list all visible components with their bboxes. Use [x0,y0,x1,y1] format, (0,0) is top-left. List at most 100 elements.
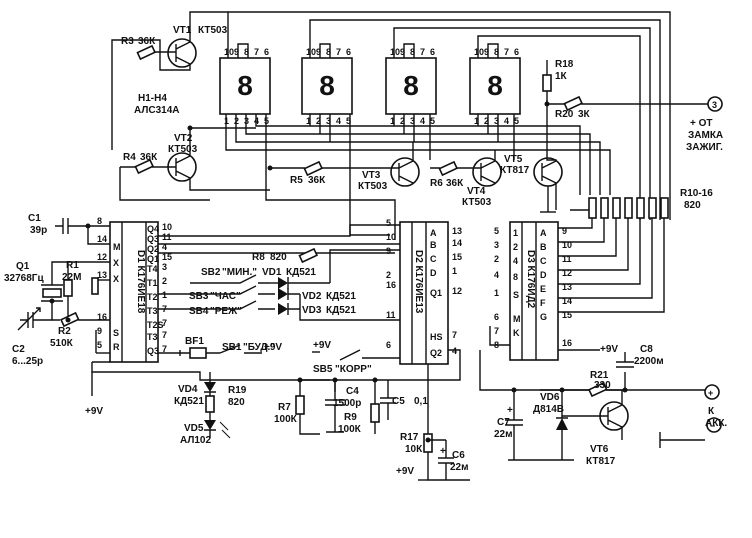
buzzer-bf1: BF1 [179,336,207,359]
svg-text:"МИН.": "МИН." [222,267,257,278]
display-2-bottom-pin: 5 [346,116,351,126]
zener-vd6: VD6 Д814В [533,390,568,460]
capacitor-c8: C8 2200м [616,344,664,368]
transistor-vt5: VT5 КТ817 [500,154,563,187]
display-2-bottom-pin: 4 [336,116,341,126]
display-1-top-pin: 7 [254,47,259,57]
d3-right-pin: 11 [562,254,572,264]
capacitor-c7: + C7 22м [494,390,523,460]
capacitor-c4: C4 1500р [325,386,361,433]
d1-right-pin: 1 [162,290,167,300]
d3-right-pin: 9 [562,226,567,236]
bank-wire [558,218,665,313]
d1-left-pin: 14 [97,234,107,244]
capacitor-c1: C1 39р [28,213,110,236]
ignition-label-2: ЗАМКА [688,130,723,141]
svg-text:SB5: SB5 [313,364,333,375]
resistor-r17: R17 10К [400,432,433,455]
svg-text:C4: C4 [346,386,359,397]
d1-right-label: Q3 [147,234,159,244]
d2-left-pin: 5 [386,218,391,228]
d2-left-pin: 11 [386,310,396,320]
svg-text:R17: R17 [400,432,419,443]
capacitor-c2: C2 6...25р [12,307,52,367]
svg-text:8: 8 [487,70,503,101]
d1-right-pin: 7 [162,318,167,328]
svg-text:C6: C6 [452,450,465,461]
svg-text:КД521: КД521 [326,291,356,302]
resistor-bank-element [636,197,645,219]
switch-sb5: +9V SB5 "КОРР" [312,340,400,375]
r17-supply-label: +9V [396,466,414,477]
svg-text:10К: 10К [405,444,423,455]
svg-text:R19: R19 [228,385,247,396]
display-4-bottom-pin: 5 [514,116,519,126]
d3-left-label: S [513,290,519,300]
d3-right-label: B [540,242,547,252]
d1-left-label: R [113,342,120,352]
svg-text:32768Гц: 32768Гц [4,273,44,284]
d3-right-label: D [540,270,547,280]
d1-left-pin: 16 [97,312,107,322]
d1-right-pin: 2 [162,276,167,286]
svg-text:820: 820 [270,252,287,263]
svg-text:8: 8 [237,70,253,101]
svg-text:VD6: VD6 [540,392,560,403]
svg-text:330: 330 [594,380,611,391]
ic-d2: D2 К176ИЕ13 [399,221,449,365]
svg-text:R5: R5 [290,175,303,186]
d2-right-label: C [430,254,437,264]
d2-right-pin: 4 [452,346,457,356]
svg-text:Q1: Q1 [16,261,30,272]
display-h2: 8 [301,57,353,115]
svg-text:КТ817: КТ817 [586,456,616,467]
svg-text:"РЕЖ": "РЕЖ" [210,306,242,317]
d3-left-label: 2 [513,242,518,252]
d1-right-label: T3 [147,306,158,316]
svg-text:SB3: SB3 [189,291,209,302]
svg-text:R20: R20 [555,109,574,120]
d3-supply-label: +9V [600,344,618,355]
d1-right-pin: 15 [162,252,172,262]
svg-text:SB4: SB4 [189,306,209,317]
display-3-top-pin: 8 [410,47,415,57]
svg-text:R2: R2 [58,326,71,337]
d3-left-pin: 1 [494,288,499,298]
svg-text:820: 820 [228,397,245,408]
d2-right-label: Q1 [430,288,442,298]
svg-text:0,1: 0,1 [414,396,428,407]
d2-left-pin: 2 [386,270,391,280]
display-2-top-pin: 6 [346,47,351,57]
display-4-bottom-pin: 3 [494,116,499,126]
svg-text:К: К [708,406,715,417]
display-4-bottom-pin: 4 [504,116,509,126]
d1-right-pin: 7 [162,330,167,340]
vt1-label: VT1 [173,25,192,36]
d1-right-pin: 10 [162,222,172,232]
d3-right-label: A [540,228,547,238]
svg-text:D1 К176ИЕ18: D1 К176ИЕ18 [135,250,146,314]
d3-left-pin: 2 [494,254,499,264]
svg-text:C5: C5 [392,396,405,407]
r10-16-label: R10-16 [680,188,713,199]
d3-right-pin: 12 [562,268,572,278]
d3-right-label: G [540,312,547,322]
display-2-top-pin: 8 [326,47,331,57]
diode-vd3: VD3 КД521 [278,303,356,316]
svg-text:1К: 1К [555,71,568,82]
d3-right-label: C [540,256,547,266]
d1-left-label: X [113,258,119,268]
d1-left-label: X [113,274,119,284]
resistor-bank-element [588,197,597,219]
svg-text:"ЧАС": "ЧАС" [210,291,241,302]
display-1-top-pin: 6 [264,47,269,57]
display-3-bottom-pin: 1 [390,116,395,126]
d1-right-label: T2 [147,292,158,302]
d1-left-pin: 12 [97,252,107,262]
transistor-vt3: VT3 КТ503 [358,157,420,192]
battery-plus-terminal [704,384,720,400]
display-1-top-pin: 9 [234,47,239,57]
resistor-r4: R4 36К [123,152,158,175]
